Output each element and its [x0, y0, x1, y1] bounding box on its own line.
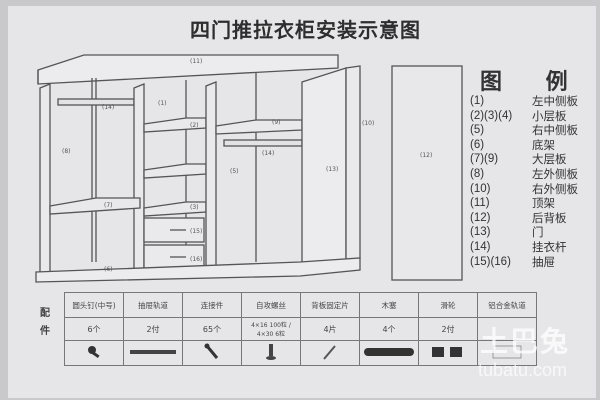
part-qty: 2付 [418, 317, 478, 341]
legend-item: (15)(16)抽屉 [470, 254, 555, 269]
label-door: (13) [326, 166, 339, 173]
legend-item: (11)顶架 [470, 196, 555, 211]
pulley-icon [418, 340, 478, 366]
part-name: 背板固定片 [300, 292, 360, 318]
parts-qty-row: 6个 2付 65个 4×16 100粒 / 4×30 6粒 4片 4个 2付 [64, 317, 537, 341]
part-name: 抽屉轨道 [123, 292, 183, 318]
bolt-icon [241, 340, 301, 366]
dowel-icon [359, 340, 419, 366]
part-qty: 4个 [359, 317, 419, 341]
part-qty: 65个 [182, 317, 242, 341]
legend-item: (6)底架 [470, 137, 555, 152]
part-name: 连接件 [182, 292, 242, 318]
part-name: 自攻螺丝 [241, 292, 301, 318]
label-big-shelf-left: (7) [104, 202, 113, 209]
part-name: 圆头钉(中号) [64, 292, 124, 318]
legend-item: (7)(9)大层板 [470, 152, 567, 167]
parts-side-label-2: 件 [40, 326, 50, 337]
label-top: (11) [190, 58, 203, 65]
label-right-mid: (5) [230, 168, 239, 175]
legend-item: (2)(3)(4)小层板 [470, 108, 567, 123]
label-big-shelf-right: (9) [272, 119, 281, 126]
watermark-logo: 土巴兔 [480, 325, 571, 358]
label-small-shelf-2: (3) [190, 204, 199, 211]
part-qty: 4片 [300, 317, 360, 341]
part-qty: 6个 [64, 317, 124, 341]
part-name: 木塞 [359, 292, 419, 318]
label-small-shelf-1: (2) [190, 122, 199, 129]
legend-item: (5)右中侧板 [470, 123, 578, 138]
label-drawer-2: (16) [190, 256, 203, 263]
parts-header-row: 圆头钉(中号) 抽屉轨道 连接件 自攻螺丝 背板固定片 木塞 滑轮 铝合金轨道 [64, 292, 537, 318]
screw-icon [64, 340, 124, 366]
parts-side-label-1: 配 [40, 308, 50, 319]
parts-table: 圆头钉(中号) 抽屉轨道 连接件 自攻螺丝 背板固定片 木塞 滑轮 铝合金轨道 … [64, 292, 537, 366]
legend-item: (8)左外侧板 [470, 166, 578, 181]
label-rod-left: (14) [102, 104, 115, 111]
legend-heading: 图 例 [480, 70, 586, 95]
watermark-url: tubatu.com [478, 360, 568, 380]
label-left-mid: (1) [158, 100, 167, 107]
page-title: 四门推拉衣柜安装示意图 [190, 18, 421, 42]
part-qty: 2付 [123, 317, 183, 341]
part-qty: 4×16 100粒 / 4×30 6粒 [241, 317, 301, 341]
rail-icon [123, 340, 183, 366]
part-name: 铝合金轨道 [477, 292, 537, 318]
legend: (1)左中侧板 (2)(3)(4)小层板 (5)右中侧板 (6)底架 (7)(9… [470, 94, 595, 269]
legend-item: (12)后背板 [470, 210, 567, 225]
clip-icon [300, 340, 360, 366]
label-left-outer: (8) [62, 148, 71, 155]
label-drawer-1: (15) [190, 228, 203, 235]
part-name: 滑轮 [418, 292, 478, 318]
parts-icon-row [64, 340, 537, 366]
label-back-panel: (12) [420, 152, 433, 159]
label-bottom: (6) [104, 266, 113, 273]
legend-item: (14)挂衣杆 [470, 239, 567, 254]
label-right-outer: (10) [362, 120, 375, 127]
connector-icon [182, 340, 242, 366]
legend-item: (13)门 [470, 225, 544, 240]
label-rod-right: (14) [262, 150, 275, 157]
legend-item: (10)右外侧板 [470, 181, 578, 196]
legend-item: (1)左中侧板 [470, 94, 578, 108]
track-icon [477, 340, 537, 366]
